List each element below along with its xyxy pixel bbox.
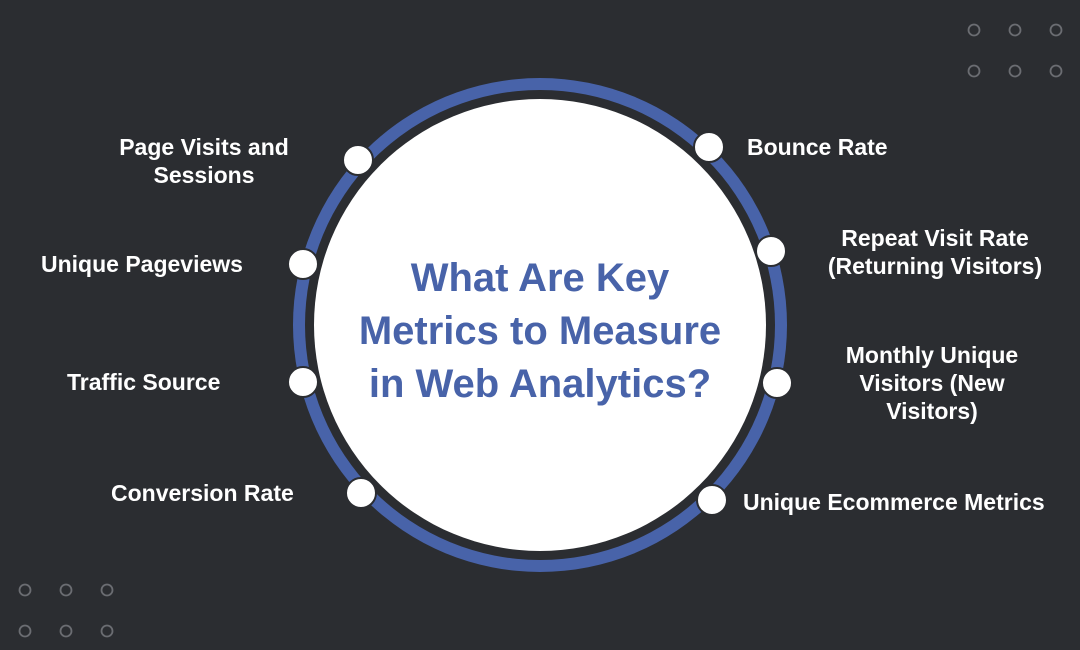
diagram-title: What Are Key Metrics to Measure in Web A…	[340, 252, 740, 411]
metric-label-traffic-source: Traffic Source	[67, 368, 220, 396]
decor-dot	[967, 23, 981, 37]
decor-dots-bottom-left	[18, 583, 114, 638]
decor-dot	[59, 624, 73, 638]
decor-dot	[100, 583, 114, 597]
metric-label-line: Repeat Visit Rate	[841, 225, 1029, 251]
decor-dot	[59, 583, 73, 597]
node-unique-ecommerce	[696, 484, 728, 516]
node-monthly-unique-visitors	[761, 367, 793, 399]
metric-label-unique-pageviews: Unique Pageviews	[41, 250, 243, 278]
node-unique-pageviews	[287, 248, 319, 280]
metric-label-line: Monthly Unique	[845, 342, 1019, 368]
metric-label-line: Unique Ecommerce Metrics	[743, 489, 1045, 515]
metric-label-line: Visitors)	[886, 398, 978, 424]
metric-label-line: Conversion Rate	[111, 480, 294, 506]
node-page-visits	[342, 144, 374, 176]
metric-label-line: Traffic Source	[67, 369, 221, 395]
metric-label-line: (Returning Visitors)	[827, 253, 1043, 279]
title-line: Metrics to Measure	[358, 309, 722, 353]
decor-dot	[1008, 23, 1022, 37]
title-line: What Are Key	[410, 256, 670, 300]
metric-label-line: Bounce Rate	[747, 134, 888, 160]
title-line: in Web Analytics?	[368, 362, 712, 406]
decor-dot	[100, 624, 114, 638]
metric-label-unique-ecommerce: Unique Ecommerce Metrics	[743, 488, 1045, 516]
metric-label-line: Sessions	[153, 162, 255, 188]
metric-label-line: Unique Pageviews	[41, 251, 243, 277]
metric-label-line: Visitors (New	[859, 370, 1005, 396]
node-repeat-visit-rate	[755, 235, 787, 267]
metric-label-repeat-visit-rate: Repeat Visit Rate (Returning Visitors)	[812, 224, 1058, 280]
decor-dot	[1008, 64, 1022, 78]
node-traffic-source	[287, 366, 319, 398]
ring-nodes	[287, 131, 793, 516]
decor-dot	[18, 583, 32, 597]
metric-label-conversion-rate: Conversion Rate	[111, 479, 294, 507]
decor-dots-top-right	[967, 23, 1063, 78]
decor-dot	[1049, 23, 1063, 37]
node-bounce-rate	[693, 131, 725, 163]
decor-dot	[967, 64, 981, 78]
decor-dot	[18, 624, 32, 638]
metric-label-bounce-rate: Bounce Rate	[747, 133, 888, 161]
metric-label-page-visits: Page Visits and Sessions	[94, 133, 314, 189]
node-conversion-rate	[345, 477, 377, 509]
decor-dot	[1049, 64, 1063, 78]
metric-label-monthly-unique-visitors: Monthly Unique Visitors (New Visitors)	[822, 341, 1042, 425]
metric-label-line: Page Visits and	[119, 134, 289, 160]
center-circle	[314, 99, 766, 551]
